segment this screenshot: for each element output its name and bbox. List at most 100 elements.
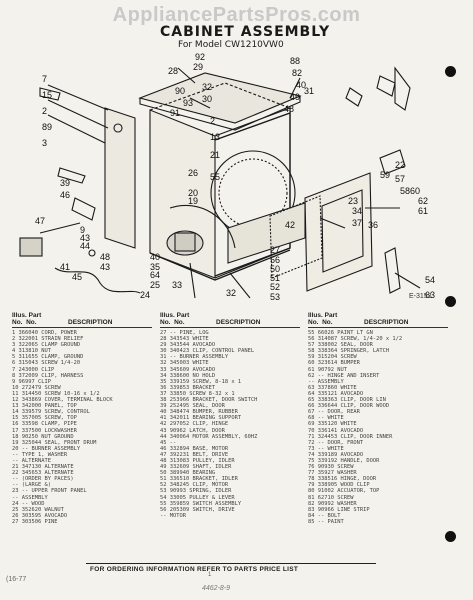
- part-row: 84 -- BOLT: [308, 512, 341, 519]
- part-row: 85 -- PAINT: [308, 518, 344, 525]
- header-description: DESCRIPTION: [68, 319, 113, 326]
- part-row: 53 90993 SPRING, IDLER: [160, 488, 232, 495]
- part-row: 24 -- WOOD: [12, 500, 45, 507]
- header-illus-part: Illus. Part No. No.: [12, 312, 42, 326]
- page-number: 1: [208, 572, 212, 578]
- binder-hole: [445, 66, 456, 77]
- callout: 43: [100, 262, 110, 272]
- part-row: 30 340423 CLIP, CONTROL PANEL: [160, 348, 255, 355]
- callout: 34: [352, 206, 362, 216]
- part-row: 55 359859 SWITCH ASSEMBLY: [160, 500, 242, 507]
- part-row: -- TYPE 1, WASHER: [12, 451, 68, 458]
- callout-labels: 92 29 28 7 15 2 90 93 91 32 30 88 82 40 …: [35, 52, 435, 302]
- callout: 37: [352, 218, 362, 228]
- watermark: AppliancePartsPros.com: [112, 4, 361, 26]
- callout: 42: [285, 220, 295, 230]
- part-row: 8 372009 CLIP, HARNESS: [12, 372, 84, 379]
- callout: 51: [270, 273, 280, 283]
- part-row: 3 322065 CLAMP GROUND: [12, 342, 81, 349]
- callout: 26: [188, 168, 198, 178]
- part-row: 71 324453 CLIP, DOOR INNER: [308, 433, 393, 440]
- part-row: 56 314087 SCREW, 1/4-20 x 1/2: [308, 336, 403, 343]
- part-row: 61 90792 NUT: [308, 366, 347, 373]
- part-row: 17 337500 LOCKWASHER: [12, 427, 77, 434]
- ordering-notice: FOR ORDERING INFORMATION REFER TO PARTS …: [90, 566, 299, 573]
- parts-column-3: Illus. Part No. No.DESCRIPTION 55 66026 …: [308, 312, 448, 525]
- part-row: 81 62710 SCREW: [308, 494, 354, 501]
- part-row: 80 91002 ACCUATOR, TOP: [308, 488, 380, 495]
- part-row: 63 337860 WHITE: [308, 384, 357, 391]
- door-handle: [379, 149, 406, 175]
- callout: 57: [395, 174, 405, 184]
- part-row: 5 311655 CLAMP, GROUND: [12, 354, 84, 361]
- part-row: 10 272479 SCREW: [12, 384, 61, 391]
- part-row: 40 348474 BUMPER, RUBBER: [160, 409, 238, 416]
- callout: 47: [35, 216, 45, 226]
- callout: 63: [425, 290, 435, 300]
- header-description: DESCRIPTION: [216, 319, 261, 326]
- callout: 88: [290, 56, 300, 66]
- column-header: Illus. Part No. No. DESCRIPTION: [160, 312, 300, 328]
- part-row: 27 -- PINE, LOG: [160, 330, 209, 336]
- callout: 30: [202, 94, 212, 104]
- part-row: 18 90250 NUT GROUND: [12, 433, 74, 440]
- part-row: 62 -- HINGE AND INSERT: [308, 372, 380, 379]
- cabinet-top-edge: [139, 96, 301, 131]
- part-row: 60 323614 BUMPER: [308, 360, 360, 367]
- part-row: 65 338363 CLIP, DOOR LIN: [308, 397, 386, 404]
- part-row: 73 -- WHITE: [308, 445, 344, 452]
- part-row: 22 345653 ALTERNATE: [12, 470, 74, 477]
- part-row: -- ASSEMBLY: [12, 494, 48, 501]
- cabinet-base: [149, 249, 291, 281]
- callout: 28: [168, 66, 178, 76]
- part-row: 20 -- BURNER ASSEMBLY: [12, 445, 81, 452]
- parts-table: Illus. Part No. No.DESCRIPTION 1 366040 …: [12, 312, 448, 570]
- callout: 31: [304, 86, 314, 96]
- callout: 21: [210, 150, 220, 160]
- part-row: 21 347130 ALTERNATE: [12, 464, 74, 471]
- part-row: 12 343869 COVER, TERMINAL BLOCK: [12, 397, 113, 404]
- part-row: 48 313083 PULLEY, IDLER: [160, 457, 235, 464]
- part-row: 31 -- BURNER ASSEMBLY: [160, 354, 229, 361]
- part-row: 47 392231 BELT, DRIVE: [160, 451, 229, 458]
- part-row: 43 90962 LATCH, DOOR: [160, 427, 225, 434]
- callout: 22: [395, 160, 405, 170]
- part-row: 19 325044 SEAL, FRONT DRUM: [12, 439, 97, 446]
- parts-column-2: Illus. Part No. No. DESCRIPTION 27 -- PIN…: [160, 312, 300, 519]
- callout: 43: [80, 233, 90, 243]
- callout: 61: [418, 206, 428, 216]
- power-cord: [54, 267, 141, 294]
- part-row: 51 336510 BRACKET, IDLER: [160, 476, 238, 483]
- part-row: 9 96997 CLIP: [12, 378, 51, 385]
- part-row: -- (ORDER BY PACES): [12, 476, 74, 483]
- callout: 89: [42, 122, 52, 132]
- door-outer: [304, 172, 373, 292]
- part-row: 36 339853 BRACKET: [160, 384, 216, 391]
- model-subtitle: For Model CW1210VW0: [178, 40, 284, 50]
- binder-hole: [445, 531, 456, 542]
- callout: 23: [348, 196, 358, 206]
- callout: 35: [150, 262, 160, 272]
- callout: 29: [193, 62, 203, 72]
- callout: 39: [60, 178, 70, 188]
- front-panel: [214, 112, 291, 277]
- part-row: 64 335121 AVOCADO: [308, 390, 364, 397]
- cabinet-back: [149, 82, 291, 111]
- part-row: 27 303506 PINE: [12, 518, 58, 525]
- callout: 92: [195, 52, 205, 62]
- callout: 48: [100, 252, 110, 262]
- terminal-block: [19, 237, 43, 257]
- part-row: 74 339189 AVOCADO: [308, 451, 364, 458]
- callout: 32: [226, 288, 236, 298]
- part-row: 46 332894 BASE, MOTOR: [160, 445, 229, 452]
- part-row: 54 33005 PULLEY & LEVER: [160, 494, 235, 501]
- part-row: 4 313810 NUT: [12, 348, 51, 355]
- footer-code: (16-77: [6, 576, 27, 583]
- part-row: 68 -- WHITE: [308, 415, 344, 422]
- part-row: 72 -- DOOR, FRONT: [308, 439, 364, 446]
- part-row: 41 342011 BEARING SUPPORT: [160, 415, 242, 422]
- callout: 44: [80, 241, 90, 251]
- header-illus-part: Illus. Part No. No.: [160, 312, 190, 326]
- part-row: 75 339192 HANDLE, DOOR: [308, 457, 380, 464]
